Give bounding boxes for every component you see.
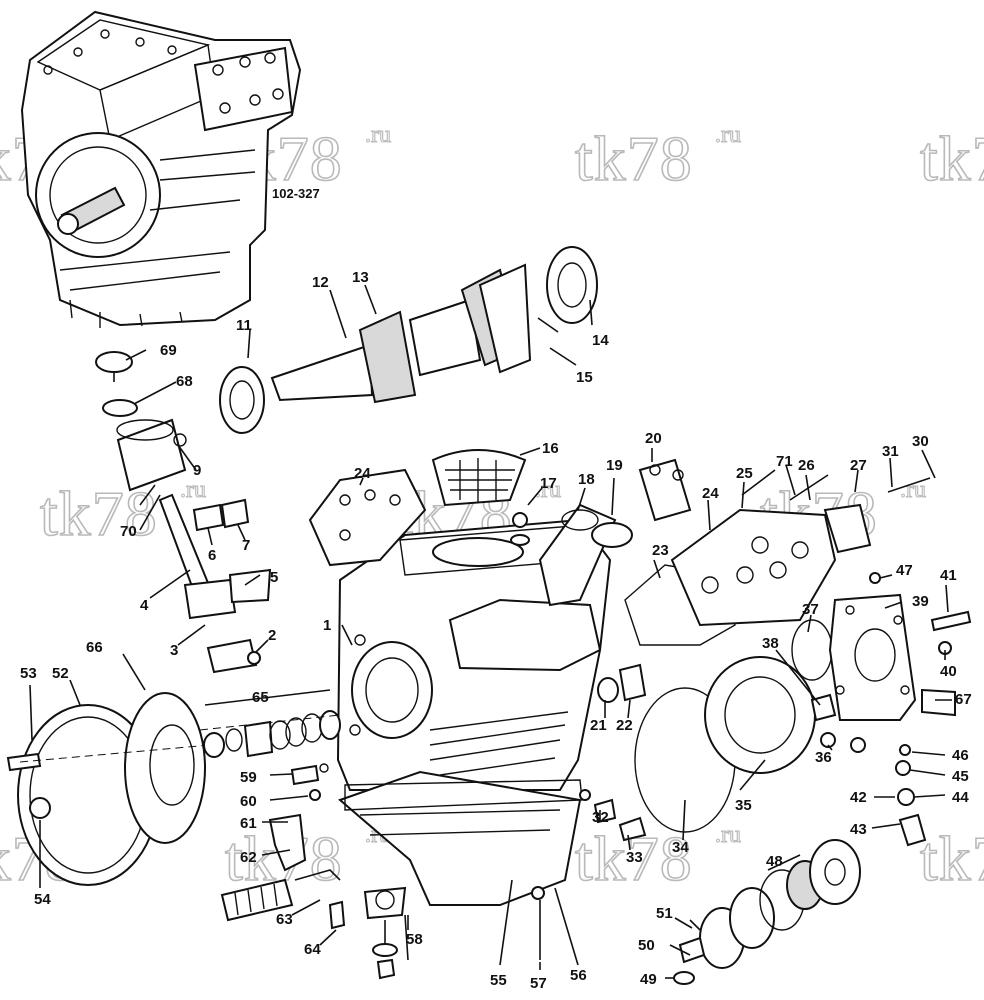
callout-69: 69 xyxy=(160,342,177,359)
callout-3: 3 xyxy=(170,642,178,659)
callout-47: 47 xyxy=(896,562,913,579)
watermark-domain: .ru xyxy=(715,822,741,848)
callout-71: 71 xyxy=(776,453,793,470)
callout-19: 19 xyxy=(606,457,623,474)
callout-31: 31 xyxy=(882,443,899,460)
callout-46: 46 xyxy=(952,747,969,764)
callout-63: 63 xyxy=(276,911,293,928)
seal-ring xyxy=(791,619,833,681)
callout-11: 11 xyxy=(236,317,252,334)
crankcase-main xyxy=(336,518,612,791)
callout-7: 7 xyxy=(242,537,250,554)
callout-27: 27 xyxy=(850,457,867,474)
callout-61: 61 xyxy=(240,815,257,832)
callout-4: 4 xyxy=(140,597,149,614)
callout-45: 45 xyxy=(952,768,969,785)
callout-23: 23 xyxy=(652,542,669,559)
callout-24a: 24 xyxy=(354,465,371,482)
callout-36: 36 xyxy=(815,749,832,766)
callout-49: 49 xyxy=(640,971,657,988)
callout-9: 9 xyxy=(193,462,201,479)
callout-32: 32 xyxy=(592,809,609,826)
end-cover xyxy=(828,593,917,721)
leader-lines xyxy=(29,284,952,979)
callout-57: 57 xyxy=(530,975,547,992)
callout-labels: 1 2 3 4 5 6 7 9 11 12 13 14 15 16 17 18 … xyxy=(20,269,972,992)
watermark-text: tk78 xyxy=(920,823,984,894)
callout-15: 15 xyxy=(576,369,593,386)
callout-1: 1 xyxy=(323,617,331,634)
unloader-valve xyxy=(638,458,692,522)
callout-40: 40 xyxy=(940,663,957,680)
callout-14: 14 xyxy=(592,332,609,349)
head-plate xyxy=(823,503,872,554)
callout-50: 50 xyxy=(638,937,655,954)
head-gasket xyxy=(624,564,736,646)
bearing-cover-group xyxy=(6,692,211,886)
callout-26: 26 xyxy=(798,457,815,474)
watermark-domain: .ru xyxy=(535,477,561,503)
cylinder-head-right xyxy=(670,508,837,627)
seal-kit-group xyxy=(199,710,409,980)
callout-34: 34 xyxy=(672,839,689,856)
callout-48: 48 xyxy=(766,853,783,870)
callout-59: 59 xyxy=(240,769,257,786)
callout-18: 18 xyxy=(578,471,595,488)
callout-20: 20 xyxy=(645,430,662,447)
callout-22: 22 xyxy=(616,717,633,734)
suction-strainer xyxy=(431,449,527,507)
watermark-domain: .ru xyxy=(715,122,741,148)
callout-38: 38 xyxy=(762,635,779,652)
shaft-seal-group xyxy=(673,839,861,985)
watermark-domain: .ru xyxy=(365,122,391,148)
callout-16: 16 xyxy=(542,440,559,457)
callout-67: 67 xyxy=(955,691,972,708)
oil-pump-housing xyxy=(704,656,816,774)
callout-54: 54 xyxy=(34,891,51,908)
callout-68: 68 xyxy=(176,373,193,390)
callout-24b: 24 xyxy=(702,485,719,502)
callout-41: 41 xyxy=(940,567,957,584)
callout-64: 64 xyxy=(304,941,321,958)
callout-30: 30 xyxy=(912,433,929,450)
crankshaft-group xyxy=(219,246,598,434)
callout-6: 6 xyxy=(208,547,216,564)
watermark-domain: .ru xyxy=(180,477,206,503)
assembled-compressor xyxy=(20,10,302,328)
callout-5: 5 xyxy=(270,569,278,586)
callout-43: 43 xyxy=(850,821,867,838)
callout-17: 17 xyxy=(540,475,557,492)
callout-51: 51 xyxy=(656,905,673,922)
callout-37: 37 xyxy=(802,601,819,618)
callout-35: 35 xyxy=(735,797,752,814)
callout-42: 42 xyxy=(850,789,867,806)
callout-55: 55 xyxy=(490,972,507,989)
callout-39: 39 xyxy=(912,593,929,610)
piston-rod-group xyxy=(95,351,272,674)
callout-13: 13 xyxy=(352,269,369,286)
callout-60: 60 xyxy=(240,793,257,810)
callout-25: 25 xyxy=(736,465,753,482)
callout-52: 52 xyxy=(52,665,69,682)
callout-65: 65 xyxy=(252,689,269,706)
watermark-text: tk78 xyxy=(920,123,984,194)
diagram-reference-code: 102-327 xyxy=(272,186,320,201)
callout-2: 2 xyxy=(268,627,276,644)
cylinder-head-left xyxy=(308,468,427,567)
callout-56: 56 xyxy=(570,967,587,984)
callout-62: 62 xyxy=(240,849,257,866)
callout-70: 70 xyxy=(120,523,137,540)
callout-33: 33 xyxy=(626,849,643,866)
watermark-text: tk78 xyxy=(575,123,693,194)
callout-44: 44 xyxy=(952,789,969,806)
watermark-text: tk78 xyxy=(40,478,158,549)
callout-53: 53 xyxy=(20,665,37,682)
callout-58: 58 xyxy=(406,931,423,948)
callout-12: 12 xyxy=(312,274,329,291)
callout-21: 21 xyxy=(590,717,607,734)
callout-66: 66 xyxy=(86,639,103,656)
